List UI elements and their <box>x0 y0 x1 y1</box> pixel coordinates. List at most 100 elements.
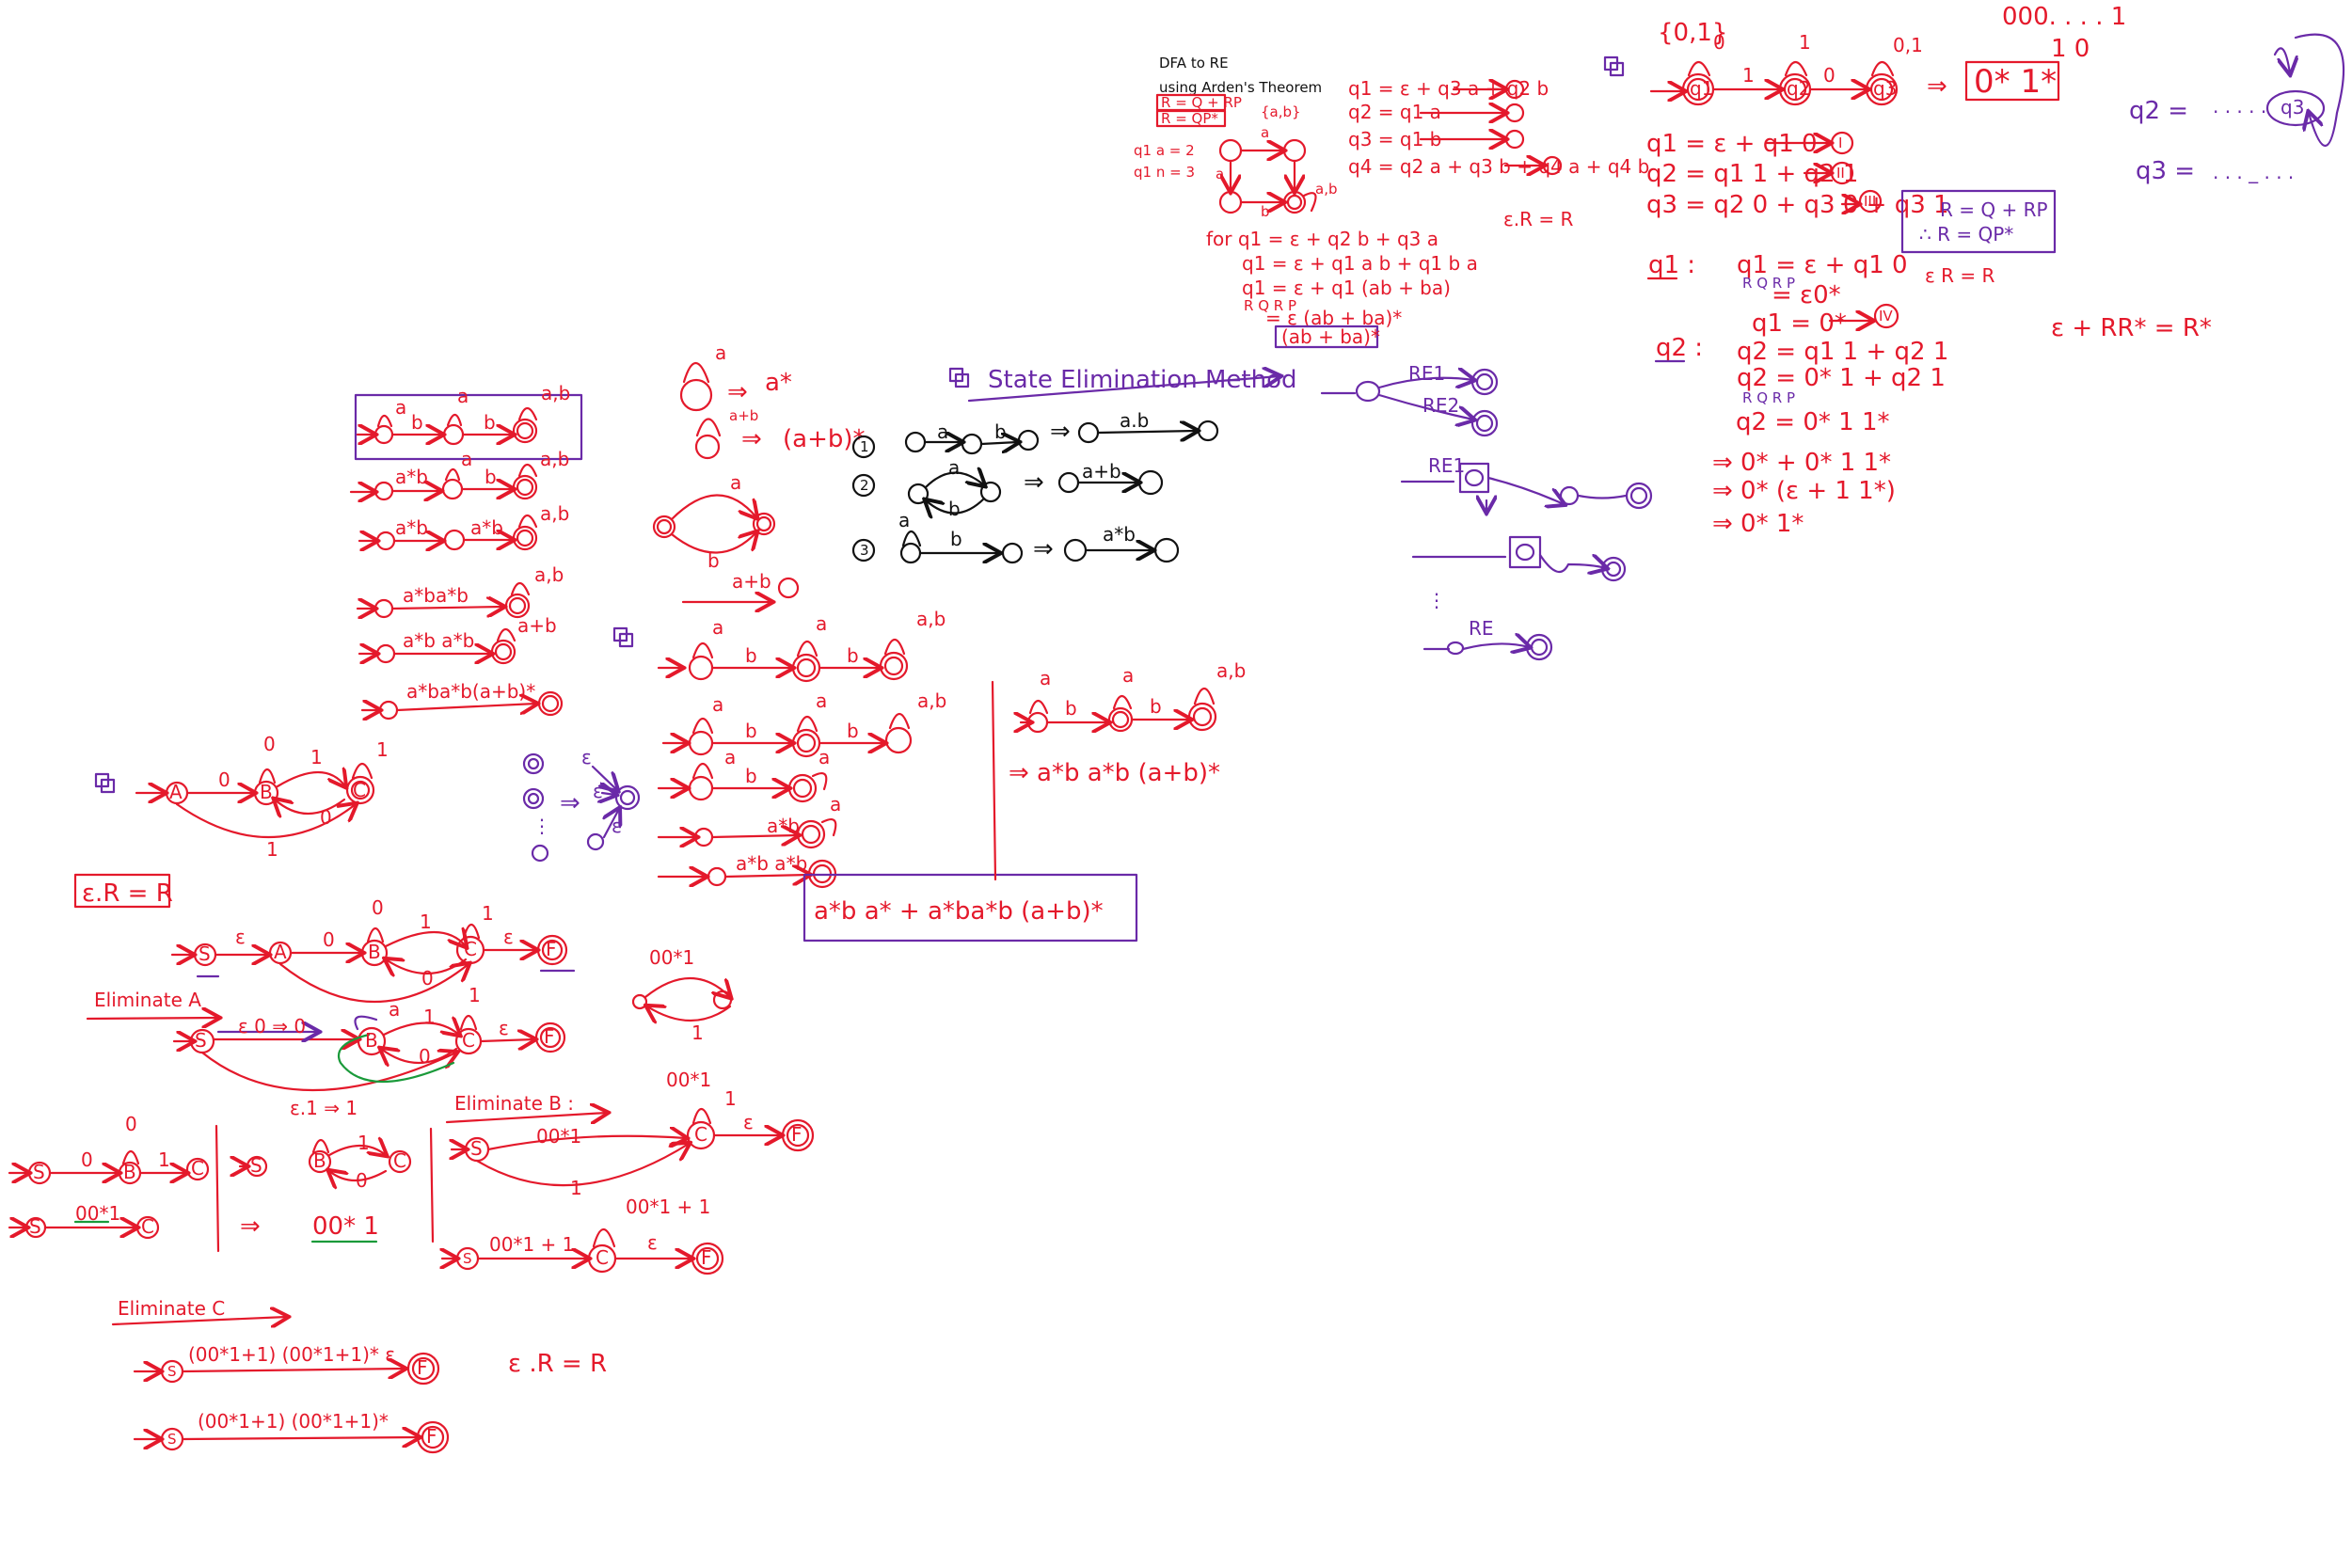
eliminate-a: Eliminate A <box>94 989 201 1011</box>
mid-right-loop2: a <box>1122 664 1134 687</box>
mid-row2-e1: b <box>745 720 757 742</box>
elim-a-bottom: ε.1 ⇒ 1 <box>290 1097 358 1119</box>
mid-right-e2: b <box>1150 695 1162 718</box>
svg-text:C: C <box>393 1149 406 1172</box>
left-chain-row4-loop3: a,b <box>534 563 564 586</box>
copy-icon[interactable] <box>1603 55 1625 77</box>
card-result: (ab + ba)* <box>1281 325 1380 348</box>
svg-text:b: b <box>411 411 423 434</box>
copy-icon-2[interactable] <box>948 367 970 388</box>
mid-row-result: 00* 1 <box>312 1212 379 1241</box>
arden-q2-l2: q2 = 0* 1 + q2 1 <box>1737 364 1946 392</box>
card-formula-1: R = Q + RP <box>1161 94 1242 111</box>
svg-text:S: S <box>167 1363 177 1380</box>
left-chain-row3-e1: a*b <box>395 516 428 539</box>
rule3-top: a <box>730 471 741 494</box>
left-chain-row3-e2: a*b <box>470 516 503 539</box>
mid-row3-loop2: a <box>818 746 830 768</box>
left-row-e1: 0 <box>81 1148 93 1171</box>
case1-lhs-2: b <box>994 420 1007 443</box>
arden-q1-l2: = ε0* <box>1772 281 1841 309</box>
svg-text:F: F <box>701 1246 712 1269</box>
svg-text:⇒: ⇒ <box>1033 535 1054 563</box>
s1-loop-c: 1 <box>482 902 494 925</box>
case2-rhs: a+b <box>1082 460 1121 483</box>
svg-text:C: C <box>694 1123 707 1146</box>
copy-icon-4[interactable] <box>94 772 116 794</box>
svg-text:q2: q2 <box>1787 77 1810 100</box>
s1-e1: 0 <box>323 928 335 951</box>
state-elimination-section: State Elimination Method RE1 <box>652 341 1653 661</box>
mid-row5-e1: a*b a*b <box>736 852 807 875</box>
mid-final: a*b a* + a*ba*b (a+b)* <box>814 897 1104 926</box>
dfa-state-b: B <box>260 781 273 803</box>
svg-text:III: III <box>1864 193 1876 210</box>
svg-text:C: C <box>191 1157 204 1180</box>
card-for-q1: for q1 = ε + q2 b + q3 a <box>1206 228 1438 250</box>
mid-row2-loop3: a,b <box>917 689 946 712</box>
arden-eq-3: q3 = q2 0 + q3 0 + q3 1 <box>1646 191 1949 219</box>
card-formula-2: R = QP* <box>1161 110 1218 127</box>
re1-label: RE1 <box>1408 362 1445 385</box>
left-chain-box <box>354 393 583 461</box>
svg-text:⇒: ⇒ <box>727 378 748 406</box>
svg-text:0: 0 <box>1823 64 1836 87</box>
svg-text:S: S <box>29 1215 41 1238</box>
eliminate-c: Eliminate C <box>118 1297 225 1320</box>
arden-section: {0,1} 000. . . . 1 1 0 0 1 1 0 0,1 q1 q2… <box>1603 3 2345 538</box>
svg-text:F: F <box>426 1425 437 1448</box>
arden-theorem-2: ∴ R = QP* <box>1919 223 2013 245</box>
copy-icon-3[interactable] <box>612 626 634 648</box>
bottom-section: 0 0 1 0 1 1 A B C ε.R = R ε 0 0 <box>8 733 815 1454</box>
svg-text:S: S <box>167 1431 177 1448</box>
left-row-e2: 1 <box>158 1148 170 1171</box>
arden-er: ε R = R <box>1925 264 1995 287</box>
svg-text:ε: ε <box>612 815 622 837</box>
svg-text:b: b <box>1261 203 1270 220</box>
elim-a-loop: a <box>389 998 400 1021</box>
svg-text:q3: q3 <box>1873 77 1897 100</box>
elim-a-top: ε 0 ⇒ 0 <box>238 1015 306 1037</box>
arden-v3: q3 = <box>2136 157 2195 185</box>
state-elim-heading: State Elimination Method <box>988 366 1297 394</box>
arden-q1-l1: q1 = ε + q1 0 <box>1737 251 1908 279</box>
svg-text:⋮: ⋮ <box>1427 589 1446 611</box>
s1-eps-f: ε <box>503 926 514 948</box>
card-step-1: q1 = ε + q1 a b + q1 b a <box>1242 252 1478 275</box>
arden-q2-l2b: R Q R P <box>1742 389 1795 406</box>
arden-string-2: 1 0 <box>2051 35 2090 63</box>
divider <box>991 680 997 881</box>
svg-text:a,b: a,b <box>1315 181 1337 198</box>
case-1-label: 1 <box>860 438 869 455</box>
elim-c-2: (00*1+1) (00*1+1)* <box>198 1410 389 1433</box>
re2-label: RE2 <box>1422 394 1459 417</box>
elim-b-top: 00*1 <box>536 1125 581 1148</box>
arden-string: 000. . . . 1 <box>2002 3 2126 31</box>
arden-q1-l1b: R Q R P <box>1742 275 1795 292</box>
side-top: 00*1 <box>649 946 694 969</box>
arden-theorem-1: R = Q + RP <box>1940 198 2048 221</box>
svg-text:0,1: 0,1 <box>1893 34 1923 56</box>
svg-text:⇒: ⇒ <box>560 789 580 817</box>
svg-text:B: B <box>368 941 381 963</box>
left-chain-row5-e1: a*b a*b <box>403 629 474 652</box>
svg-text:C: C <box>464 938 477 960</box>
elim-b-loop-c2: 1 <box>724 1087 737 1110</box>
svg-text:⇒: ⇒ <box>1050 418 1071 446</box>
s1-eps: ε <box>235 926 246 948</box>
dfa-bottom: 1 <box>266 838 278 861</box>
left-chain-row2-e2: b <box>485 466 497 488</box>
left-chain: a b a b a,b a*b a b a,b a*b a*b a,b a*ba… <box>349 382 583 719</box>
arden-v2-dots: . . . . . <box>2213 95 2266 118</box>
card-result-box <box>1274 325 1379 349</box>
mid-row4-loop2: a <box>830 793 841 816</box>
svg-text:RE1: RE1 <box>1428 454 1465 477</box>
svg-text:A: A <box>274 941 287 963</box>
svg-text:F: F <box>417 1356 428 1379</box>
svg-text:⇒: ⇒ <box>1024 468 1044 497</box>
left-chain-row2-e1: a*b <box>395 466 428 488</box>
elim-a-loop-c: 1 <box>469 984 481 1006</box>
er-box-text: ε.R = R <box>82 879 173 908</box>
svg-text:q3: q3 <box>2280 96 2304 119</box>
